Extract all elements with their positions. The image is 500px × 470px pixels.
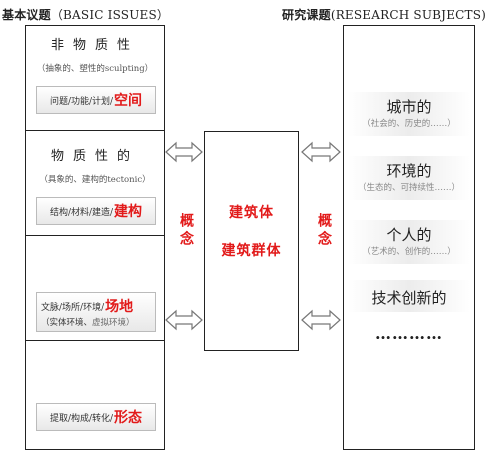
- keywords-text: 结构/材料/建造/: [49, 207, 114, 218]
- left-heading-cn: 基本议题: [2, 8, 51, 22]
- keywords-text: 提取/构成/转化/: [49, 413, 114, 424]
- concept-label-left: 概念: [178, 213, 194, 249]
- issue-keywords: 结构/材料/建造/建构: [36, 197, 156, 225]
- keywords-line: 文脉/场所/环境/场地: [41, 296, 133, 316]
- issue-box-form: 提取/构成/转化/形态: [26, 341, 164, 449]
- keywords-text: 文脉/场所/环境/: [41, 302, 105, 313]
- keyword-highlight: 场地: [105, 299, 134, 315]
- double-arrow-icon: [301, 141, 341, 163]
- right-heading-cn: 研究课题: [282, 8, 331, 22]
- subject-title: 个人的: [386, 226, 432, 244]
- issue-title: 物质性的: [50, 149, 139, 164]
- keyword-highlight: 空间: [114, 93, 143, 109]
- subject-subtitle: （艺术的、创作的……）: [362, 247, 456, 257]
- issue-subtitle: （具象的、建构的tectonic）: [39, 175, 151, 185]
- keywords-text: 问题/功能/计划/: [49, 96, 114, 107]
- keyword-highlight: 形态: [114, 410, 143, 426]
- double-arrow-icon: [165, 309, 203, 331]
- issue-keywords: 文脉/场所/环境/场地 （实体环境、虚拟环境）: [36, 292, 156, 332]
- issue-title: 非物质性: [50, 38, 139, 53]
- issue-box-immaterial: 非物质性 （抽象的、塑性的sculpting） 问题/功能/计划/空间: [26, 26, 164, 131]
- note-physical: （实体环境、: [41, 318, 93, 328]
- subject-urban: 城市的 （社会的、历史的……）: [348, 92, 470, 136]
- double-arrow-icon: [165, 141, 203, 163]
- center-line-building: 建筑体: [229, 205, 274, 221]
- double-arrow-icon: [301, 309, 341, 331]
- keywords-note: （实体环境、虚拟环境）: [41, 316, 135, 328]
- issue-keywords: 问题/功能/计划/空间: [36, 86, 156, 114]
- subject-title: 城市的: [386, 98, 432, 116]
- research-subjects-column: 城市的 （社会的、历史的……） 环境的 （生态的、可持续性……） 个人的 （艺术…: [343, 25, 475, 450]
- issue-box-material: 物质性的 （具象的、建构的tectonic） 结构/材料/建造/建构: [26, 131, 164, 236]
- subject-tech-innovation: 技术创新的: [348, 280, 470, 312]
- subject-subtitle: （社会的、历史的……）: [362, 119, 456, 129]
- ellipsis: …………: [375, 324, 443, 343]
- center-line-building-group: 建筑群体: [221, 243, 282, 259]
- subject-personal: 个人的 （艺术的、创作的……）: [348, 220, 470, 264]
- issue-keywords: 提取/构成/转化/形态: [36, 403, 156, 431]
- left-heading-en: （BASIC ISSUES）: [50, 8, 170, 22]
- subject-subtitle: （生态的、可持续性……）: [357, 183, 460, 193]
- right-heading: 研究课题(RESEARCH SUBJECTS): [282, 6, 486, 23]
- subject-title: 环境的: [386, 162, 432, 180]
- concept-label-right: 概念: [316, 213, 332, 249]
- issue-subtitle: （抽象的、塑性的sculpting）: [36, 64, 154, 74]
- right-heading-en: (RESEARCH SUBJECTS): [330, 8, 487, 22]
- keyword-highlight: 建构: [114, 204, 143, 220]
- subject-environmental: 环境的 （生态的、可持续性……）: [348, 156, 470, 200]
- subject-title: 技术创新的: [371, 289, 447, 307]
- note-virtual: 虚拟环境）: [92, 318, 135, 328]
- issue-box-site: 文脉/场所/环境/场地 （实体环境、虚拟环境）: [26, 236, 164, 341]
- basic-issues-column: 非物质性 （抽象的、塑性的sculpting） 问题/功能/计划/空间 物质性的…: [25, 25, 165, 450]
- architecture-box: 建筑体 建筑群体: [204, 131, 299, 351]
- left-heading: 基本议题（BASIC ISSUES）: [2, 6, 169, 23]
